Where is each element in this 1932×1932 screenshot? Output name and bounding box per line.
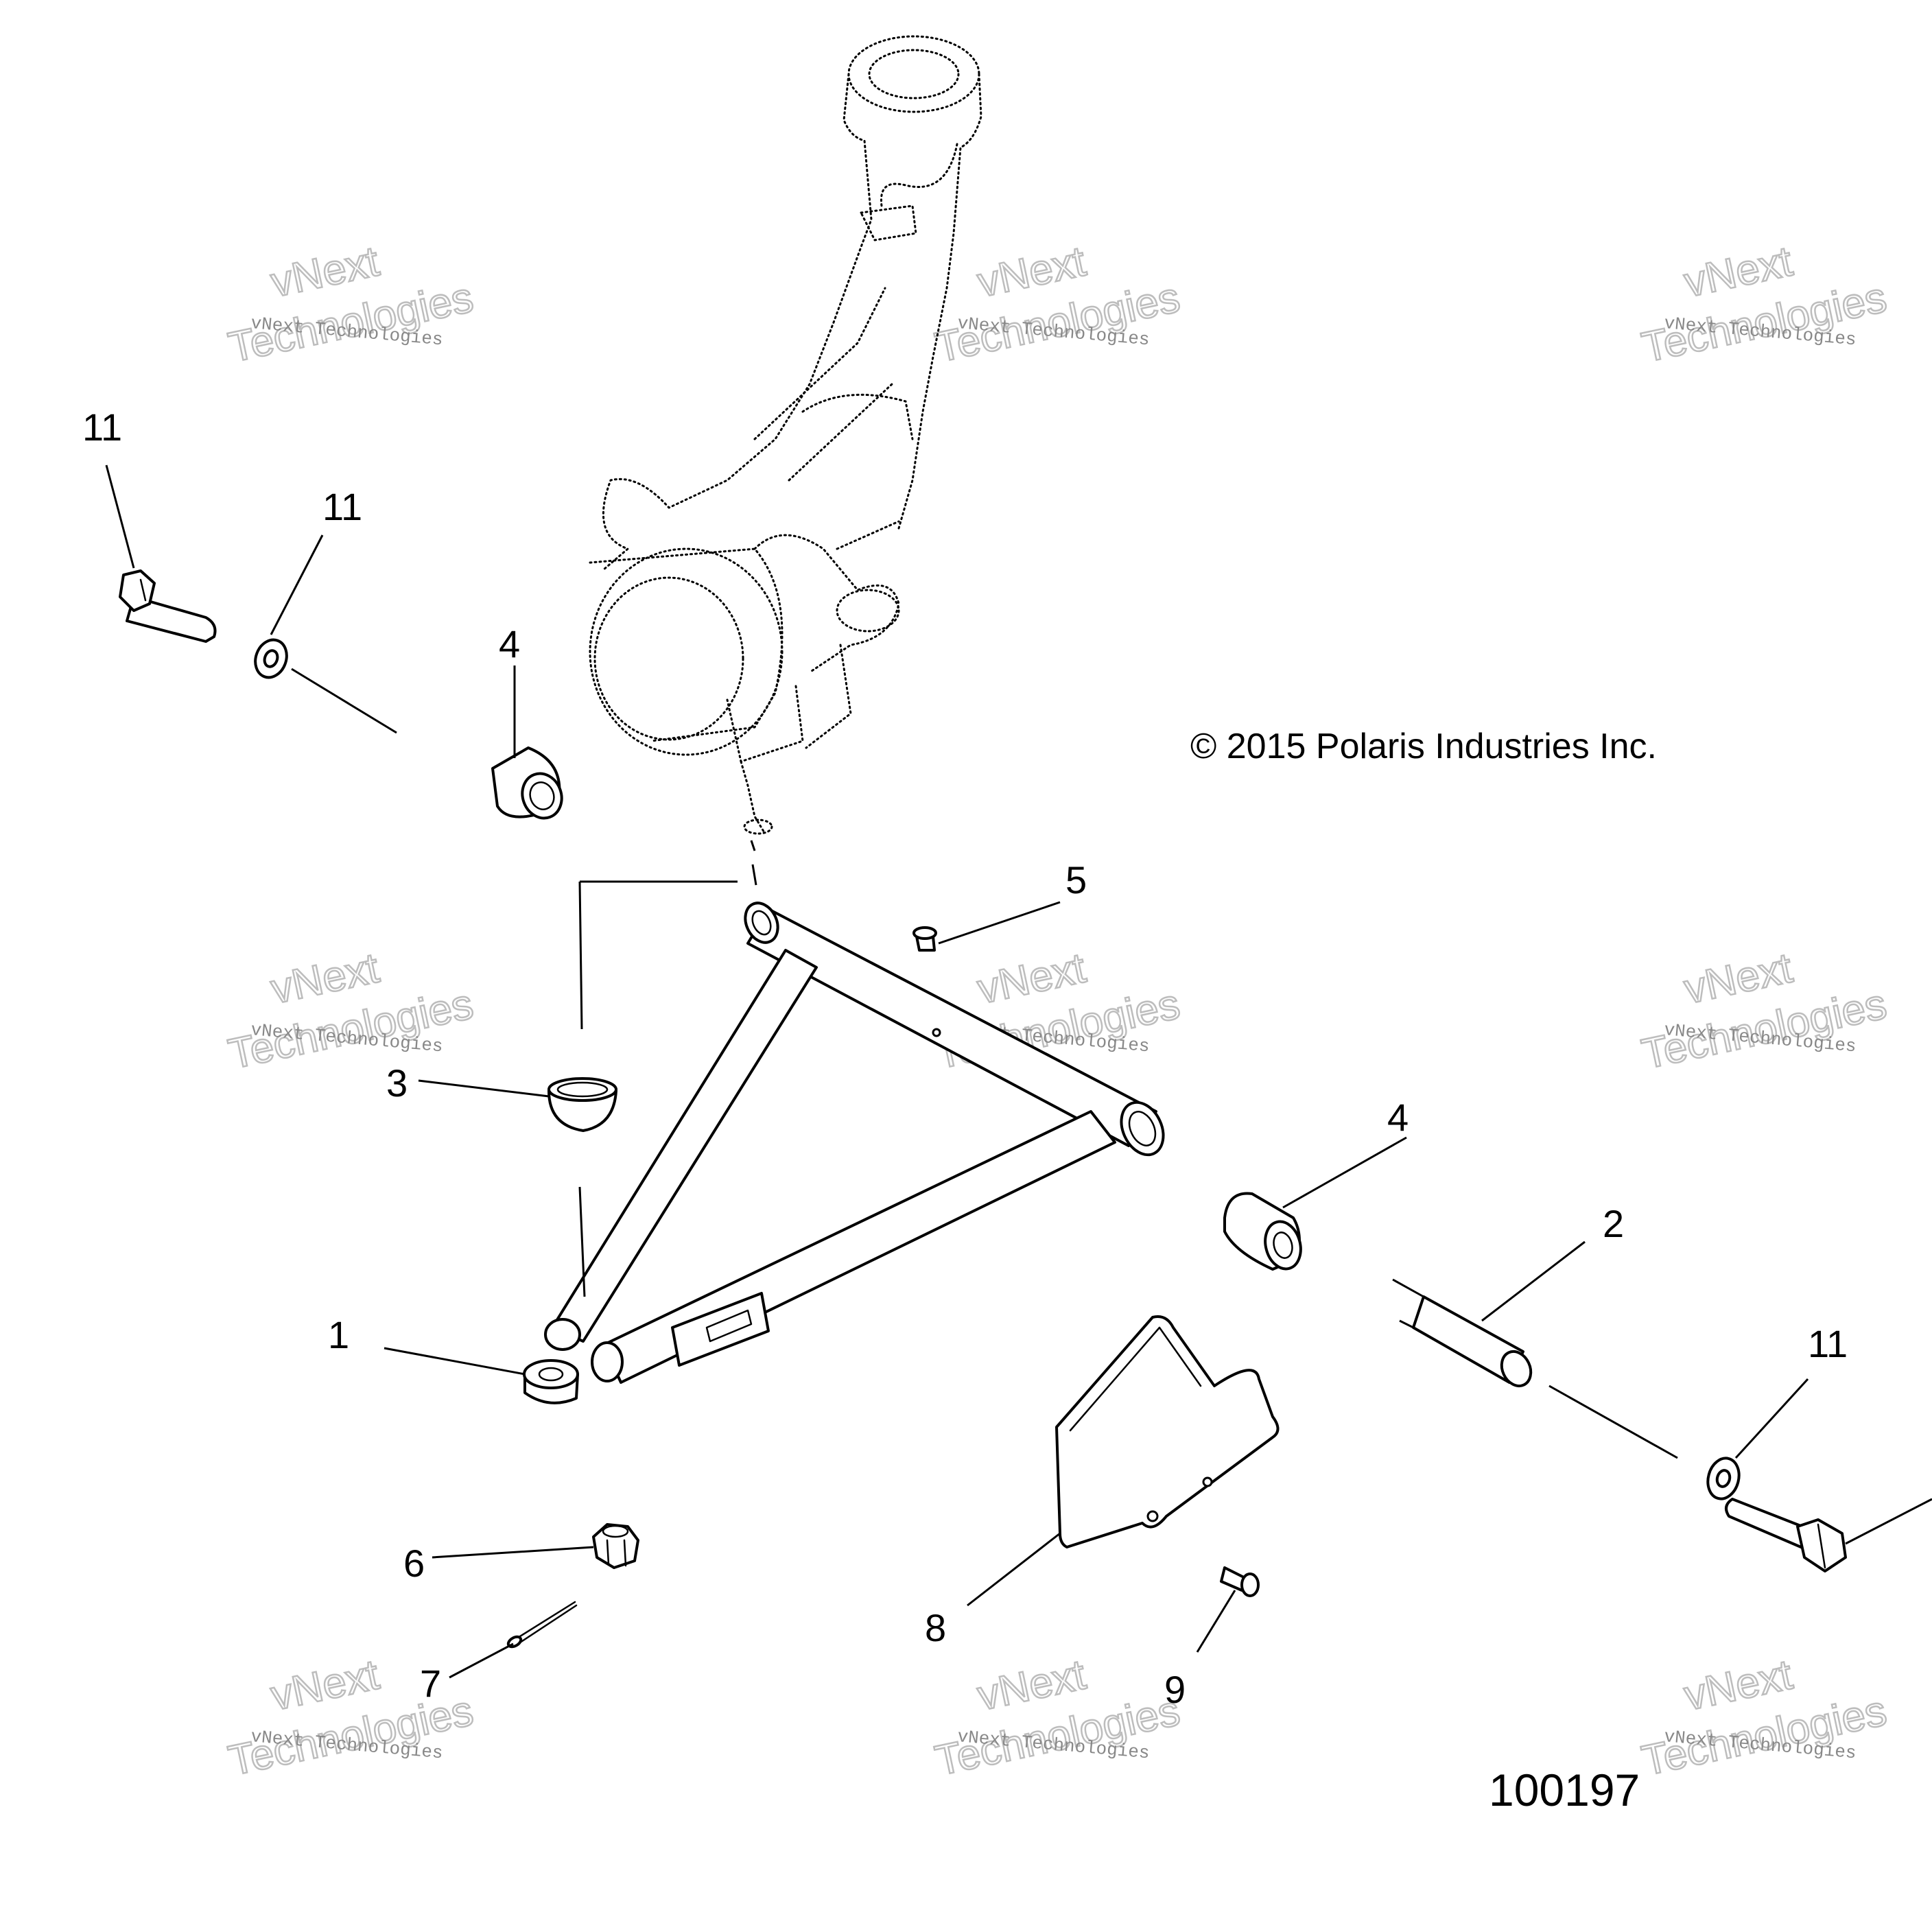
part-6-nut — [592, 1523, 639, 1569]
part-9-screw — [1220, 1566, 1260, 1597]
part-3-boot — [547, 1077, 617, 1132]
part-11-washer-right — [1706, 1457, 1741, 1500]
callout-2: 2 — [1603, 1202, 1624, 1245]
leader-lines — [105, 464, 1932, 1679]
part-7-cotter-pin — [506, 1601, 578, 1649]
part-4-bushing-upper — [491, 746, 563, 820]
callout-9: 9 — [1164, 1668, 1186, 1711]
part-5-grease-fitting — [912, 926, 937, 952]
assembly-line — [1392, 1278, 1424, 1298]
assembly-line — [291, 668, 397, 734]
part-4-bushing-right — [1223, 1192, 1302, 1271]
part-1-a-arm — [544, 902, 1165, 1384]
callouts: 11 11 4 5 3 4 2 11 1 6 7 8 9 — [82, 405, 1848, 1711]
assembly-line — [1548, 1385, 1678, 1459]
assembly-line — [578, 1186, 586, 1297]
callout-3: 3 — [386, 1061, 408, 1105]
part-11-washer — [254, 638, 288, 679]
callout-1: 1 — [328, 1313, 349, 1356]
watermarks: vNext Technologies vNext Technologies vN… — [224, 237, 1892, 1786]
callout-4: 4 — [499, 622, 520, 665]
part-1-ball-joint — [523, 1359, 579, 1404]
callout-6: 6 — [403, 1542, 425, 1585]
part-10-bolt — [119, 569, 217, 643]
figure-number: 100197 — [1489, 1765, 1640, 1815]
callout-11: 11 — [1808, 1322, 1848, 1365]
assembly-line — [1399, 1319, 1414, 1329]
part-10-bolt-right — [1725, 1498, 1847, 1572]
part-8-skid-plate — [1055, 1315, 1280, 1548]
callout-10: 11 — [82, 405, 122, 449]
assembly-line — [578, 881, 583, 1030]
assembly-line — [750, 840, 756, 851]
callout-7: 7 — [420, 1662, 441, 1705]
callout-5: 5 — [1065, 858, 1087, 902]
callout-11: 11 — [322, 485, 362, 528]
steering-knuckle — [589, 35, 982, 835]
assembly-line — [751, 864, 757, 886]
callout-4: 4 — [1387, 1096, 1409, 1139]
copyright-text: © 2015 Polaris Industries Inc. — [1190, 727, 1657, 766]
part-2-sleeve — [1412, 1295, 1533, 1388]
callout-8: 8 — [925, 1606, 946, 1649]
